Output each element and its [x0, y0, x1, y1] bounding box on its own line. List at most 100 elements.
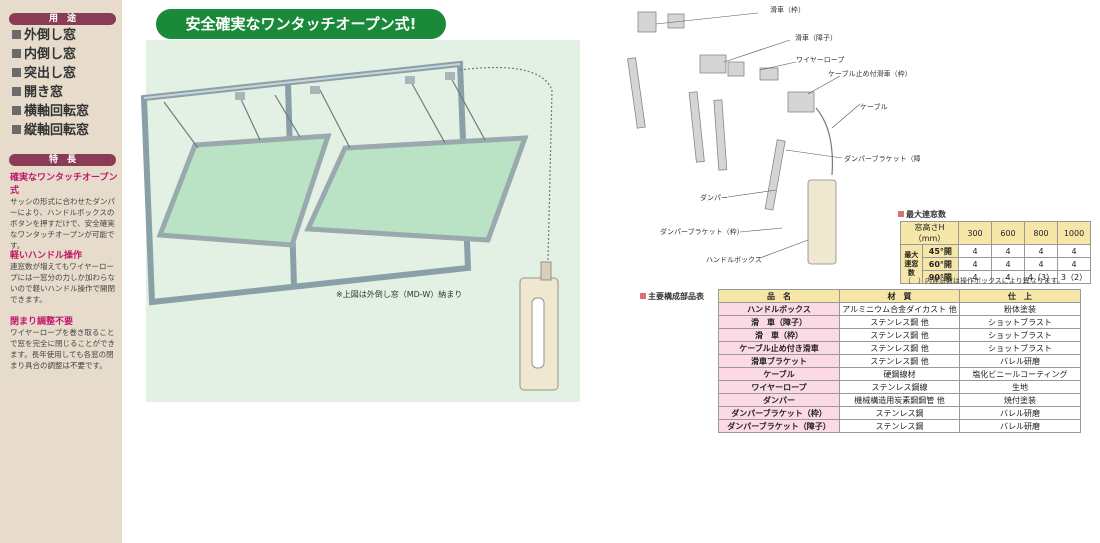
table-row: ダンパーブラケット（枠）ステンレス鋼バレル研磨: [718, 406, 1081, 420]
use-item-label: 外倒し窓: [24, 28, 77, 43]
max-windows-note: （ ）内連窓数は操作ボックスにより異なります。: [904, 277, 1064, 285]
part-label: ダンパー: [700, 193, 728, 202]
feature-title: 軽いハンドル操作: [10, 251, 83, 261]
use-item: 外倒し窓: [12, 26, 89, 45]
table-cell: ステンレス鋼: [839, 419, 960, 433]
part-label: ケーブル: [860, 102, 888, 111]
table-cell: バレル研磨: [959, 419, 1081, 433]
table-cell: 800: [1024, 221, 1058, 245]
table-cell: 4: [1057, 257, 1091, 271]
part-label: ケーブル止め付滑車（枠）: [828, 69, 912, 78]
feature-block: 確実なワンタッチオープン式 サッシの形式に合わせたダンパーにより、ハンドルボック…: [10, 170, 120, 251]
max-windows-title: 最大連窓数: [898, 209, 946, 220]
table-cell: ダンパーブラケット（枠）: [718, 406, 840, 420]
table-row: ケーブル止め付き滑車ステンレス鋼 他ショットブラスト: [718, 341, 1081, 355]
feature-body: サッシの形式に合わせたダンパーにより、ハンドルボックスのボタンを押すだけで、安全…: [10, 197, 115, 250]
table-row: 滑 車（障子）ステンレス鋼 他ショットブラスト: [718, 315, 1081, 329]
table-cell: ワイヤーロープ: [718, 380, 840, 394]
bullet-square-icon: [12, 49, 21, 58]
table-cell: ダンパー: [718, 393, 840, 407]
table-cell: 300: [958, 221, 992, 245]
use-item-label: 内倒し窓: [24, 47, 77, 62]
table-cell: ステンレス鋼: [839, 406, 960, 420]
table-cell: バレル研磨: [959, 406, 1081, 420]
table-cell: 4: [991, 244, 1025, 258]
sash-right: [304, 135, 529, 243]
table-cell: 4: [958, 244, 992, 258]
part-label: 滑車（障子）: [795, 33, 837, 42]
table-row: ワイヤーロープステンレス鋼線生地: [718, 380, 1081, 394]
table-cell: 材 質: [839, 289, 960, 303]
damper-part: [627, 57, 646, 129]
cable-stop-pulley-part: [787, 91, 815, 113]
table-cell: ショットブラスト: [959, 328, 1081, 342]
features-heading: 特 長: [9, 154, 116, 166]
table-cell: ステンレス鋼 他: [839, 315, 960, 329]
table-row: 滑車ブラケットステンレス鋼 他バレル研磨: [718, 354, 1081, 368]
part-label: ダンパーブラケット（枠）: [660, 227, 744, 236]
table-cell: 機械構造用炭素鋼鋼管 他: [839, 393, 960, 407]
feature-body: 連窓数が増えてもワイヤーロープには一窓分の力しか加わらないので軽いハンドル操作で…: [10, 262, 115, 304]
use-item: 突出し窓: [12, 64, 89, 83]
table-cell: 4: [958, 257, 992, 271]
bullet-square-icon: [898, 211, 904, 217]
use-item: 横軸回転窓: [12, 102, 89, 121]
table-cell: ステンレス鋼 他: [839, 341, 960, 355]
feature-title: 閉まり調整不要: [10, 317, 74, 327]
table-cell: 90°開: [921, 270, 960, 284]
feature-block: 閉まり調整不要 ワイヤーロープを巻き取ることで窓を完全に閉じることができます。長…: [10, 314, 120, 371]
pulley-sash-part: [699, 54, 727, 74]
table-cell: ショットブラスト: [959, 341, 1081, 355]
feature-body: ワイヤーロープを巻き取ることで窓を完全に閉じることができます。長年使用しても各窓…: [10, 328, 115, 370]
table-cell: ステンレス鋼 他: [839, 354, 960, 368]
bullet-square-icon: [12, 106, 21, 115]
table-cell: バレル研磨: [959, 354, 1081, 368]
table-cell: 仕 上: [959, 289, 1081, 303]
pulley-frame-part: [637, 11, 657, 33]
bullet-square-icon: [12, 30, 21, 39]
use-item-label: 縦軸回転窓: [24, 123, 90, 138]
parts-table-title: 主要構成部品表: [640, 291, 704, 302]
table-cell: 生地: [959, 380, 1081, 394]
table-cell: 4: [1024, 257, 1058, 271]
uses-heading: 用 途: [9, 13, 116, 25]
parts-table: 品 名 材 質 仕 上 ハンドルボックスアルミニウム合金ダイカスト 他粉体塗装 …: [718, 289, 1081, 433]
table-cell: 品 名: [718, 289, 840, 303]
handle-box-part: [807, 179, 837, 265]
cable-line: [815, 107, 833, 176]
use-item-label: 横軸回転窓: [24, 104, 90, 119]
table-cell: ケーブル止め付き滑車: [718, 341, 840, 355]
table-cell: ケーブル: [718, 367, 840, 381]
table-cell: 硬鋼線材: [839, 367, 960, 381]
table-cell: 4: [958, 270, 992, 284]
table-row: 滑 車（枠）ステンレス鋼 他ショットブラスト: [718, 328, 1081, 342]
bullet-square-icon: [12, 87, 21, 96]
illustration-note: ※上図は外倒し窓（MD-W）納まり: [336, 290, 463, 299]
table-cell: 滑車ブラケット: [718, 354, 840, 368]
table-cell: ダンパーブラケット（障子）: [718, 419, 840, 433]
table-cell: 窓高さH（mm）: [900, 221, 959, 245]
table-cell: 4: [1057, 244, 1091, 258]
use-item-label: 開き窓: [24, 85, 64, 100]
table-cell: ステンレス鋼 他: [839, 328, 960, 342]
bullet-square-icon: [640, 293, 646, 299]
table-cell: ハンドルボックス: [718, 302, 840, 316]
table-cell: 滑 車（障子）: [718, 315, 840, 329]
table-cell: ショットブラスト: [959, 315, 1081, 329]
row-head: 最大連窓数: [900, 244, 923, 284]
table-cell: 3（2）: [1057, 270, 1091, 284]
bullet-square-icon: [12, 68, 21, 77]
feature-title: 確実なワンタッチオープン式: [10, 173, 118, 196]
table-cell: ステンレス鋼線: [839, 380, 960, 394]
part-label: 滑車（枠）: [770, 5, 805, 14]
table-cell: 焼付塗装: [959, 393, 1081, 407]
part-label: ワイヤーロープ: [796, 56, 844, 64]
table-cell: 4: [991, 257, 1025, 271]
bullet-square-icon: [12, 125, 21, 134]
table-cell: 60°開: [921, 257, 960, 271]
table-cell: 45°開: [921, 244, 960, 258]
table-cell: 4: [1024, 244, 1058, 258]
parts-diagram: 滑車（枠） 滑車（障子） ワイヤーロープ ケーブル止め付滑車（枠） ケーブル ダ…: [627, 5, 920, 265]
use-item: 内倒し窓: [12, 45, 89, 64]
